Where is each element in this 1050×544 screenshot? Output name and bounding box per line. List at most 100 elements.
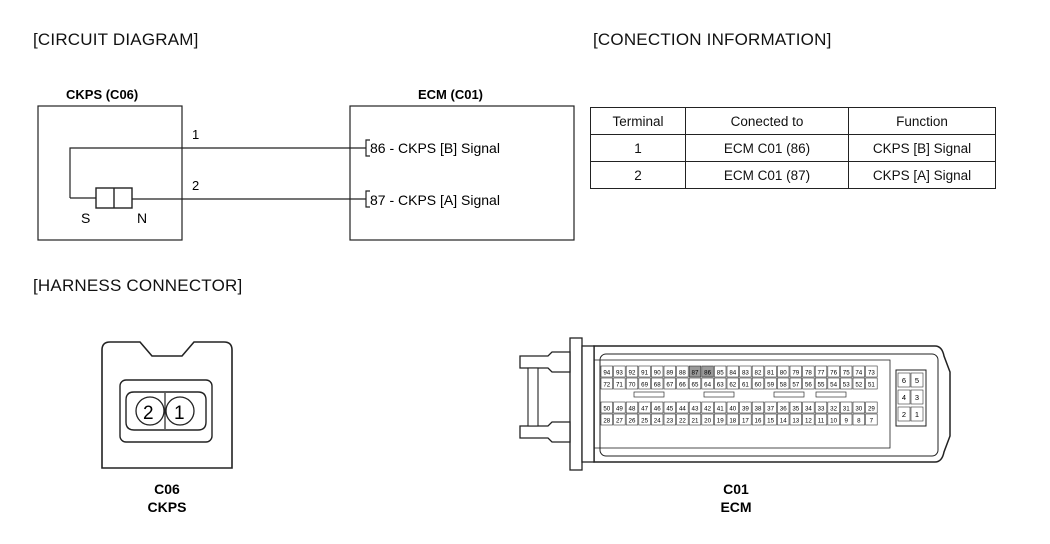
ecm-key-slot	[703, 391, 735, 398]
ecm-pin-cell	[714, 365, 727, 378]
ecm-aux-pin-cell	[910, 406, 924, 422]
cell-terminal: 1	[590, 134, 686, 162]
ecm-pin-number: 29	[868, 406, 875, 413]
ecm-pin-number: 62	[729, 382, 736, 389]
s-label: S	[81, 210, 90, 226]
ecm-pin-cell	[701, 365, 714, 378]
ecm-pin-cell	[840, 413, 853, 426]
ecm-pin-number: 21	[692, 418, 699, 425]
ecm-pin-number: 16	[755, 418, 762, 425]
ecm-pin-number: 17	[742, 418, 749, 425]
ecm-pin-number: 92	[629, 370, 636, 377]
cell-connected-to: ECM C01 (87)	[685, 161, 849, 189]
ecm-pin-number: 18	[729, 418, 736, 425]
cell-terminal: 2	[590, 161, 686, 189]
ecm-pin-number: 9	[844, 418, 848, 425]
ecm-pin-number: 33	[818, 406, 825, 413]
ecm-pin-number: 27	[616, 418, 623, 425]
ecm-aux-pin-number: 2	[902, 410, 906, 419]
ecm-pin-cell	[625, 377, 639, 390]
ecm-aux-pin-number: 3	[915, 393, 919, 402]
ecm-pin-cell	[764, 401, 777, 414]
ecm-pin-cell	[676, 413, 689, 426]
header-terminal: Terminal	[590, 107, 686, 135]
ecm-pin-number: 40	[729, 406, 736, 413]
ecm-pin-cell	[852, 401, 865, 414]
ecm-pin-number: 63	[717, 382, 724, 389]
ecm-pin-cell	[701, 401, 714, 414]
ecm-pin-cell	[714, 377, 727, 390]
ecm-pin-number: 74	[855, 370, 862, 377]
ecm-pin-cell	[600, 401, 613, 414]
ecm-pin-cell	[827, 413, 840, 426]
ecm-pin-number: 86	[704, 370, 711, 377]
ecm-pin-number: 46	[654, 406, 661, 413]
ecm-pin-cell	[739, 365, 752, 378]
ecm-pin-number: 71	[616, 382, 623, 389]
ecm-pin-number: 43	[692, 406, 699, 413]
ecm-pin-number: 78	[805, 370, 812, 377]
ecm-pin-cell	[625, 365, 639, 378]
ecm-pin-cell	[701, 413, 714, 426]
ecm-pin-cell	[764, 365, 777, 378]
ecm-pin-cell	[827, 401, 840, 414]
ecm-terminal-86-bracket	[365, 139, 370, 157]
ecm-title: ECM (C01)	[418, 87, 483, 102]
ecm-key-slot	[773, 391, 805, 398]
ecm-pin-cell	[638, 413, 651, 426]
cell-connected-to: ECM C01 (86)	[685, 134, 849, 162]
ecm-pin-number: 61	[742, 382, 749, 389]
ecm-pin-number: 87	[692, 370, 699, 377]
c06-name: CKPS	[148, 499, 187, 515]
c01-code: C01	[723, 481, 749, 497]
ecm-pin-cell	[865, 365, 878, 378]
ecm-pin-cell	[827, 377, 840, 390]
ecm-pin-cell	[802, 377, 815, 390]
ecm-pin-number: 10	[830, 418, 837, 425]
ecm-pin-cell	[840, 365, 853, 378]
connection-table: Terminal Conected to Function 1 ECM C01 …	[590, 107, 996, 189]
ecm-pin-cell	[600, 377, 613, 390]
ecm-key-slot	[633, 391, 665, 398]
ecm-pin-number: 58	[780, 382, 787, 389]
ecm-pin-cell	[789, 413, 802, 426]
ecm-aux-pin-number: 5	[915, 376, 919, 385]
ecm-pin-cell	[865, 413, 878, 426]
ecm-pin-number: 57	[792, 382, 799, 389]
ecm-aux-pin-number: 1	[915, 410, 919, 419]
ecm-pin-number: 42	[704, 406, 711, 413]
c06-pin-2: 2	[143, 403, 154, 424]
table-header-row: Terminal Conected to Function	[590, 107, 996, 135]
ecm-pin-number: 15	[767, 418, 774, 425]
ecm-pin-cell	[777, 401, 790, 414]
ecm-pin-number: 37	[767, 406, 774, 413]
ecm-pin-cell	[840, 377, 853, 390]
pin2-label: 2	[192, 178, 199, 193]
ecm-pin-number: 45	[666, 406, 673, 413]
ecm-pin-number: 28	[603, 418, 610, 425]
ecm-pin-number: 12	[805, 418, 812, 425]
ecm-pin-number: 64	[704, 382, 711, 389]
ecm-pin-cell	[814, 365, 828, 378]
ecm-pin-number: 72	[603, 382, 610, 389]
ecm-pin-cell	[852, 413, 865, 426]
ecm-pin-number: 11	[818, 418, 825, 425]
ecm-key-slot	[815, 391, 847, 398]
ecm-pin-number: 31	[843, 406, 850, 413]
ecm-pin-cell	[739, 413, 752, 426]
ecm-pin-cell	[764, 413, 777, 426]
ecm-pin-number: 38	[755, 406, 762, 413]
ecm-pin-number: 77	[818, 370, 825, 377]
ecm-pin-cell	[751, 401, 765, 414]
ecm-pin-cell	[714, 401, 727, 414]
c06-code: C06	[154, 481, 180, 497]
ecm-pin-number: 82	[755, 370, 762, 377]
ecm-pin87-label: 87 - CKPS [A] Signal	[370, 192, 500, 208]
ecm-pin-cell	[789, 401, 802, 414]
ecm-pin-number: 32	[830, 406, 837, 413]
ecm-pin-cell	[663, 377, 676, 390]
ecm-aux-pin-cell	[897, 372, 911, 388]
ecm-pin-number: 55	[818, 382, 825, 389]
table-row: 2 ECM C01 (87) CKPS [A] Signal	[590, 161, 996, 189]
ecm-pin-cell	[625, 413, 639, 426]
